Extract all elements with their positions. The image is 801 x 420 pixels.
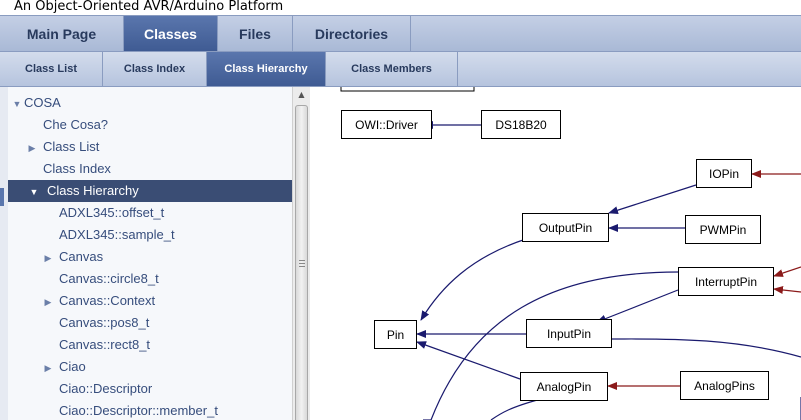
tree-item-label: Class Index: [43, 161, 111, 176]
edge-analogpin-pin: [416, 341, 521, 380]
tab-files[interactable]: Files: [218, 16, 293, 51]
node-top-partial: [340, 87, 475, 92]
tree-item-label: ADXL345::offset_t: [59, 205, 165, 220]
tree-item-canvas-rect8[interactable]: Canvas::rect8_t: [0, 334, 292, 356]
edge-curve-right-inputpin: [611, 338, 801, 358]
tree-item-class-list[interactable]: ▶ Class List: [0, 136, 292, 158]
node-analogpins[interactable]: AnalogPins: [680, 371, 769, 400]
tab-class-index[interactable]: Class Index: [103, 52, 207, 86]
tree-item-label: Ciao::Descriptor::member_t: [59, 403, 218, 418]
tab-class-members[interactable]: Class Members: [326, 52, 458, 86]
node-iopin[interactable]: IOPin: [696, 159, 752, 188]
tab-main-page[interactable]: Main Page: [0, 16, 124, 51]
node-outputpin[interactable]: OutputPin: [522, 213, 609, 242]
nav-scrollbar[interactable]: ▲: [292, 87, 310, 420]
edge-interruptpin-inputpin: [596, 289, 679, 323]
tree-item-canvas-context[interactable]: ▶ Canvas::Context: [0, 290, 292, 312]
edge-iopin-outputpin: [608, 184, 697, 215]
selection-marker: [0, 188, 4, 206]
tree-item-class-hierarchy[interactable]: ▼ Class Hierarchy: [0, 180, 292, 202]
tab-class-hierarchy[interactable]: Class Hierarchy: [207, 52, 326, 86]
tree-item-label: Class List: [43, 139, 100, 154]
expanded-arrow-icon[interactable]: ▼: [29, 187, 39, 197]
tree-item-ciao[interactable]: ▶ Ciao: [0, 356, 292, 378]
node-inputpin[interactable]: InputPin: [526, 319, 612, 348]
main-tab-bar: Main Page Classes Files Directories: [0, 15, 801, 52]
collapsed-arrow-icon[interactable]: ▶: [44, 297, 52, 307]
tab-directories[interactable]: Directories: [293, 16, 411, 51]
tree-item-label: Canvas::pos8_t: [59, 315, 150, 330]
class-hierarchy-diagram: OWI::Driver DS18B20 IOPin OutputPin PWMP…: [311, 87, 801, 420]
tab-classes[interactable]: Classes: [124, 16, 218, 51]
tree-item-adxl345-offset[interactable]: ADXL345::offset_t: [0, 202, 292, 224]
tree-item-class-index[interactable]: Class Index: [0, 158, 292, 180]
tree-item-label: Canvas::circle8_t: [59, 271, 159, 286]
tree-item-canvas-pos8[interactable]: Canvas::pos8_t: [0, 312, 292, 334]
edge-right-interruptpin-2: [773, 286, 801, 294]
tree-item-ciao-descriptor[interactable]: Ciao::Descriptor: [0, 378, 292, 400]
node-ds18b20[interactable]: DS18B20: [481, 110, 561, 139]
node-interruptpin[interactable]: InterruptPin: [678, 267, 774, 296]
tree-item-label: ADXL345::sample_t: [59, 227, 175, 242]
node-owi-driver[interactable]: OWI::Driver: [341, 110, 432, 139]
tree-item-adxl345-sample[interactable]: ADXL345::sample_t: [0, 224, 292, 246]
scroll-thumb[interactable]: [295, 105, 308, 420]
collapsed-arrow-icon[interactable]: ▶: [44, 253, 52, 263]
edge-right-interruptpin-1: [773, 266, 801, 277]
tree-item-che-cosa[interactable]: Che Cosa?: [0, 114, 292, 136]
node-pin[interactable]: Pin: [374, 320, 417, 349]
collapsed-arrow-icon[interactable]: ▶: [28, 143, 36, 153]
node-analogpin[interactable]: AnalogPin: [520, 372, 608, 401]
tree-item-label: Ciao: [59, 359, 86, 374]
nav-tree: ▼COSA Che Cosa? ▶Class List Class Index …: [0, 87, 310, 420]
scroll-up-arrow-icon[interactable]: ▲: [298, 90, 305, 99]
tree-item-label: Canvas::Context: [59, 293, 156, 308]
edge-outputpin-pin: [420, 238, 527, 321]
edge-curve-interruptpin: [430, 271, 679, 420]
expanded-arrow-icon[interactable]: ▼: [12, 99, 22, 109]
tree-item-label: Class Hierarchy: [47, 183, 139, 198]
tree-item-label: Canvas::rect8_t: [59, 337, 151, 352]
sub-tab-bar: Class List Class Index Class Hierarchy C…: [0, 52, 801, 87]
tree-item-label: Che Cosa?: [43, 117, 109, 132]
tree-item-canvas-circle8[interactable]: Canvas::circle8_t: [0, 268, 292, 290]
tree-item-label: COSA: [24, 95, 61, 110]
page-title: An Object-Oriented AVR/Arduino Platform: [0, 0, 801, 15]
tree-item-cosa[interactable]: ▼COSA: [0, 92, 292, 114]
tree-item-canvas[interactable]: ▶ Canvas: [0, 246, 292, 268]
tree-item-ciao-descriptor-member[interactable]: Ciao::Descriptor::member_t: [0, 400, 292, 420]
edge-curve-analogpin-bottom: [490, 398, 542, 420]
node-pwmpin[interactable]: PWMPin: [685, 215, 761, 244]
collapsed-arrow-icon[interactable]: ▶: [44, 363, 52, 373]
tree-item-label: Canvas: [59, 249, 104, 264]
tree-item-label: Ciao::Descriptor: [59, 381, 153, 396]
nav-resize-edge[interactable]: [0, 87, 8, 420]
diagram-edges: [340, 87, 801, 420]
tab-class-list[interactable]: Class List: [0, 52, 103, 86]
